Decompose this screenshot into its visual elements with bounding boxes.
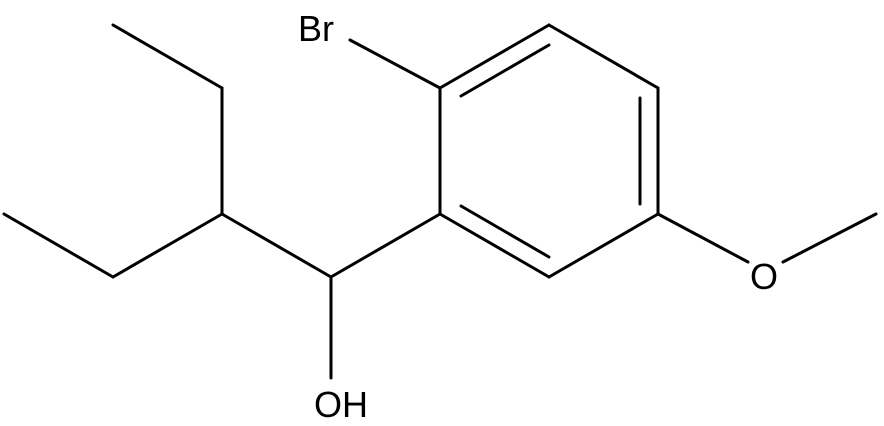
ring-carbinol-bond xyxy=(329,212,442,279)
branch-ethyl-bond xyxy=(111,212,224,279)
carbinol-branch-bond xyxy=(220,212,333,279)
ring-bond xyxy=(438,212,551,279)
ring-bond xyxy=(438,23,551,90)
c-o-ether-bond xyxy=(656,212,750,264)
ethyl-methyl-bond xyxy=(2,212,115,279)
benzene-ring xyxy=(438,23,660,279)
ring-double-bond xyxy=(459,204,551,259)
ether-oxygen-label: O xyxy=(750,256,778,297)
ring-bond xyxy=(547,23,660,90)
ring-bond xyxy=(547,212,660,279)
ethyl-methyl-bond xyxy=(111,23,224,90)
bromine-label: Br xyxy=(298,8,334,49)
c-br-bond xyxy=(348,38,442,90)
o-methyl-bond xyxy=(781,212,878,264)
ring-double-bond xyxy=(459,43,551,98)
hydroxyl-label: OH xyxy=(314,384,368,425)
